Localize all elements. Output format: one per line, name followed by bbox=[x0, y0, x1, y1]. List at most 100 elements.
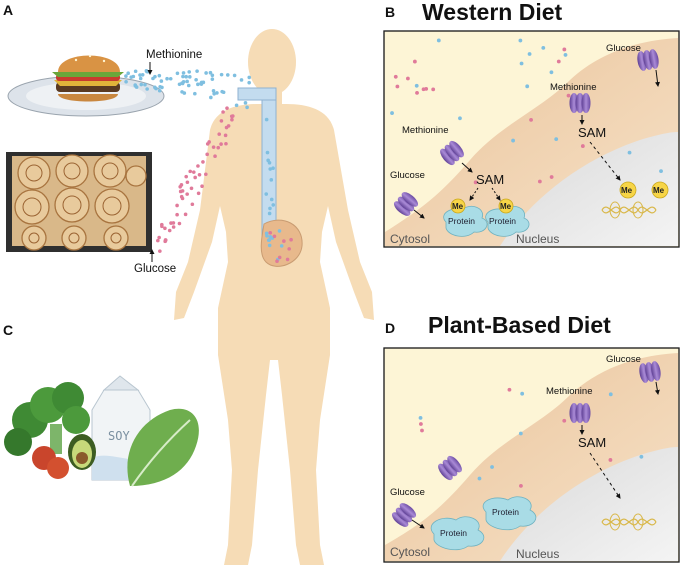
methionine-dot bbox=[157, 88, 162, 93]
methionine-dot bbox=[554, 137, 559, 142]
glucose-dot bbox=[175, 212, 179, 217]
methionine-dot bbox=[414, 83, 419, 88]
me-label-dna1-b: Me bbox=[621, 186, 633, 195]
methionine-dot bbox=[210, 77, 215, 81]
glucose-dot bbox=[178, 189, 183, 194]
gut-dot bbox=[267, 238, 272, 242]
methionine-dot bbox=[247, 75, 252, 80]
methionine-dot bbox=[124, 79, 128, 84]
methionine-dot bbox=[181, 74, 185, 79]
gut-dot bbox=[287, 247, 291, 251]
glucose-dot bbox=[167, 228, 172, 233]
glucose-dot bbox=[190, 202, 195, 207]
methionine-dot bbox=[234, 103, 239, 108]
methionine-dot bbox=[157, 73, 162, 78]
glucose-dot bbox=[507, 387, 512, 392]
methionine-dot bbox=[138, 76, 143, 81]
glucose-dot bbox=[163, 226, 167, 231]
panel-d-title: Plant-Based Diet bbox=[428, 312, 611, 338]
methionine-dot bbox=[145, 87, 149, 91]
cytosol-label-b: Cytosol bbox=[390, 232, 430, 246]
glucose-dot bbox=[229, 114, 234, 119]
glucose-label-top-b: Glucose bbox=[606, 43, 641, 54]
methionine-dot bbox=[627, 150, 632, 155]
methionine-dot bbox=[541, 45, 546, 50]
methionine-dot bbox=[175, 71, 180, 76]
glucose-dot bbox=[419, 422, 423, 426]
glucose-dot bbox=[204, 172, 208, 177]
methionine-dot bbox=[186, 83, 191, 88]
glucose-dots bbox=[156, 106, 293, 264]
glucose-dot bbox=[223, 133, 228, 138]
sam-label-right-b: SAM bbox=[578, 125, 606, 140]
methionine-dots bbox=[124, 69, 276, 248]
soy-label: SOY bbox=[108, 429, 130, 443]
methionine-dot bbox=[490, 465, 494, 469]
methionine-dot bbox=[194, 77, 198, 82]
glucose-dot bbox=[158, 249, 162, 253]
panel-d-cell-diagram bbox=[383, 347, 680, 563]
methionine-dot bbox=[268, 206, 272, 211]
methionine-dot bbox=[527, 52, 532, 56]
methionine-dot bbox=[184, 74, 188, 79]
methionine-dot bbox=[187, 70, 192, 74]
methionine-dot bbox=[124, 74, 128, 78]
glucose-label-a: Glucose bbox=[134, 263, 176, 275]
methionine-dot bbox=[267, 161, 272, 165]
protein-label-d1: Protein bbox=[440, 528, 467, 538]
methionine-dot bbox=[639, 454, 644, 459]
gut-dot bbox=[277, 229, 282, 233]
methionine-dot bbox=[153, 85, 157, 90]
methionine-dot bbox=[215, 91, 219, 95]
panel-b-metabolite-dots bbox=[390, 38, 663, 192]
glucose-dot bbox=[431, 87, 436, 92]
glucose-dot bbox=[562, 418, 567, 423]
methionine-dot bbox=[563, 53, 568, 57]
methionine-dot bbox=[168, 76, 173, 81]
gut-dot bbox=[279, 244, 284, 248]
glucose-dot bbox=[200, 184, 204, 189]
glucose-dot bbox=[562, 47, 567, 52]
methionine-dot bbox=[181, 80, 186, 84]
glucose-dot bbox=[421, 87, 426, 92]
me-label-b1: Me bbox=[452, 202, 464, 211]
protein-1-d: Protein bbox=[430, 516, 485, 551]
gut-dot bbox=[268, 231, 273, 235]
methionine-dot bbox=[265, 150, 270, 155]
glucose-label-left-d: Glucose bbox=[390, 487, 425, 498]
methionine-label-d: Methionine bbox=[546, 386, 592, 397]
glucose-dot bbox=[556, 59, 561, 64]
glucose-dot bbox=[580, 144, 585, 148]
gut-dot bbox=[285, 257, 290, 262]
nucleus-label-b: Nucleus bbox=[516, 232, 559, 246]
protein-label-d2: Protein bbox=[492, 507, 519, 517]
glucose-dot bbox=[415, 90, 419, 95]
methionine-dot bbox=[518, 38, 523, 43]
methionine-dot bbox=[139, 82, 144, 87]
methionine-label-left-b: Methionine bbox=[402, 125, 448, 136]
glucose-dot bbox=[224, 141, 228, 146]
methionine-dot bbox=[188, 75, 192, 79]
glucose-dot bbox=[412, 59, 417, 64]
methionine-dot bbox=[159, 79, 164, 83]
methionine-dot bbox=[265, 234, 269, 238]
panel-b-cell-diagram bbox=[383, 30, 680, 248]
glucose-dot bbox=[201, 160, 205, 164]
gut-dot bbox=[275, 259, 279, 264]
glucose-dot bbox=[395, 84, 400, 89]
glucose-dot bbox=[179, 194, 184, 199]
methionine-dot bbox=[209, 95, 213, 100]
sam-label-left-b: SAM bbox=[476, 172, 504, 187]
glucose-dot bbox=[183, 212, 188, 217]
glucose-dot bbox=[230, 117, 234, 122]
glucose-dot bbox=[160, 224, 164, 229]
methionine-dot bbox=[549, 70, 554, 75]
methionine-label-right-b: Methionine bbox=[550, 82, 596, 93]
glucose-dot bbox=[405, 76, 410, 81]
panel-b-letter: B bbox=[385, 4, 395, 20]
methionine-dot bbox=[153, 74, 157, 79]
methionine-dot bbox=[239, 78, 244, 82]
glucose-dot bbox=[175, 203, 179, 208]
me-label-dna2-b: Me bbox=[653, 186, 665, 195]
